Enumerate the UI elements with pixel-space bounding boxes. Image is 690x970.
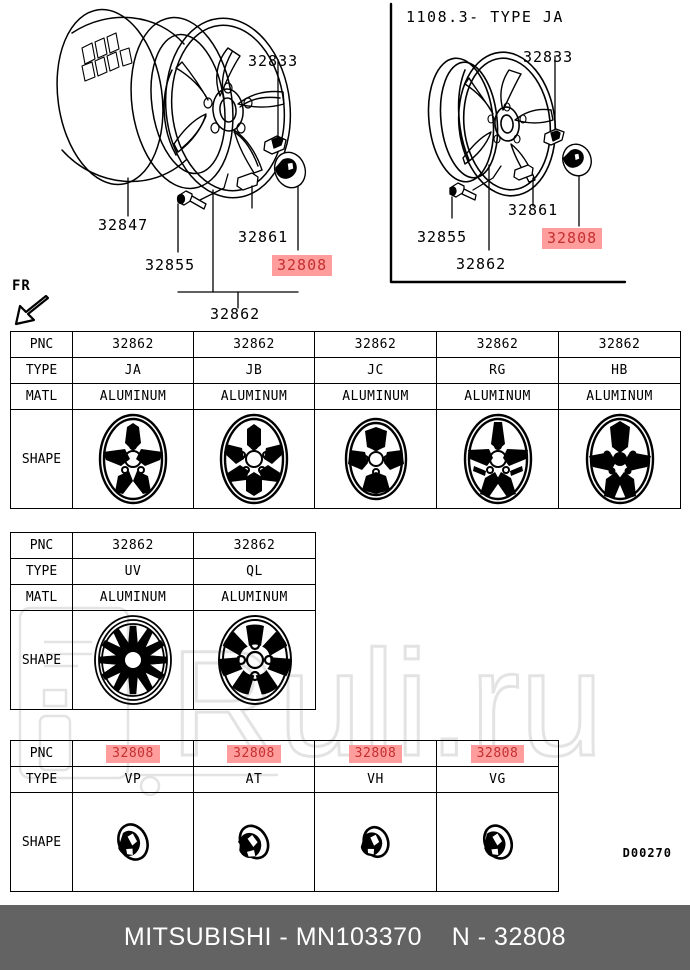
cell-pnc-vh: 32808: [314, 740, 437, 767]
table-wheels-2: PNC 32862 32862 TYPE UV QL MATL ALUMINUM…: [10, 532, 316, 710]
fr-arrow-icon: [14, 294, 50, 326]
subpanel-callout-32833: 32833: [523, 48, 574, 66]
cell-matl-ja: ALUMINUM: [72, 383, 194, 410]
cell-pnc-ql: 32862: [193, 532, 316, 559]
pnc-highlight: 32808: [470, 744, 525, 763]
wheel-8spoke-plain-icon: [344, 417, 407, 501]
row-label-matl: MATL: [10, 584, 73, 611]
table-row-shape: SHAPE: [10, 610, 316, 710]
row-label-type: TYPE: [10, 766, 73, 793]
cell-type-ql: QL: [193, 558, 316, 585]
row-label-pnc: PNC: [10, 532, 73, 559]
cell-pnc-ja: 32862: [72, 331, 194, 358]
footer-bar: MITSUBISHI - MN103370 N - 32808: [0, 905, 690, 970]
cell-matl-ql: ALUMINUM: [193, 584, 316, 611]
row-label-shape: SHAPE: [10, 792, 73, 892]
subpanel-callout-32862: 32862: [456, 255, 507, 273]
cell-shape-hb: [558, 409, 681, 509]
cell-matl-uv: ALUMINUM: [72, 584, 194, 611]
callout-32847: 32847: [98, 216, 149, 234]
wheel-5spoke-split-icon: [98, 413, 168, 505]
cell-shape-uv: [72, 610, 194, 710]
wheel-6spoke-round-icon: [219, 413, 289, 505]
callout-32862: 32862: [210, 305, 261, 323]
callout-32861: 32861: [238, 228, 289, 246]
cell-pnc-rg: 32862: [436, 331, 559, 358]
row-label-pnc: PNC: [10, 331, 73, 358]
table-caps: PNC 32808 32808 32808 32808 TYPE VP AT V…: [10, 740, 559, 892]
table-row-type: TYPE UV QL: [10, 558, 316, 585]
row-label-shape: SHAPE: [10, 409, 73, 509]
cell-type-jb: JB: [193, 357, 315, 384]
cell-type-vp: VP: [72, 766, 194, 793]
cell-shape-at: [193, 792, 315, 892]
callout-32808-highlighted: 32808: [272, 255, 333, 276]
table-row-matl: MATL ALUMINUM ALUMINUM ALUMINUM ALUMINUM…: [10, 383, 681, 410]
center-cap-emblem-icon: [237, 824, 270, 860]
center-cap-emblem-icon: [482, 824, 513, 860]
cell-type-vh: VH: [314, 766, 437, 793]
wheel-5spoke-twin-icon: [463, 413, 532, 505]
cell-matl-jb: ALUMINUM: [193, 383, 315, 410]
row-label-matl: MATL: [10, 383, 73, 410]
subpanel-callout-32861: 32861: [508, 201, 559, 219]
center-cap-emblem-icon: [360, 825, 390, 859]
cell-shape-vh: [314, 792, 437, 892]
cell-shape-ql: [193, 610, 316, 710]
table-row-type: TYPE JA JB JC RG HB: [10, 357, 681, 384]
table-row-shape: SHAPE: [10, 409, 681, 509]
footer-part-reference: MITSUBISHI - MN103370 N - 32808: [123, 923, 567, 951]
table-row-pnc: PNC 32808 32808 32808 32808: [10, 740, 559, 767]
fr-direction-label: FR: [12, 278, 31, 294]
cell-shape-rg: [436, 409, 559, 509]
center-cap-emblem-icon: [117, 823, 149, 861]
cell-type-hb: HB: [558, 357, 681, 384]
subpanel-callout-32855: 32855: [417, 228, 468, 246]
main-wheel-assembly-illustration: [56, 8, 307, 309]
pnc-highlight: 32808: [106, 744, 160, 763]
cell-pnc-hb: 32862: [558, 331, 681, 358]
subpanel-wheel-illustration: [389, 2, 627, 284]
table-row-matl: MATL ALUMINUM ALUMINUM: [10, 584, 316, 611]
pnc-highlight: 32808: [348, 744, 403, 763]
cell-pnc-vg: 32808: [436, 740, 559, 767]
cell-matl-jc: ALUMINUM: [314, 383, 437, 410]
wheel-7spoke-wide-icon: [217, 615, 292, 705]
cell-shape-vg: [436, 792, 559, 892]
row-label-type: TYPE: [10, 357, 73, 384]
drawing-code: D00270: [622, 846, 672, 860]
table-row-pnc: PNC 32862 32862: [10, 532, 316, 559]
cell-pnc-at: 32808: [193, 740, 315, 767]
callout-32833: 32833: [248, 52, 299, 70]
wheel-5spoke-wide-icon: [585, 413, 654, 505]
cell-type-jc: JC: [314, 357, 437, 384]
row-label-shape: SHAPE: [10, 610, 73, 710]
cell-type-rg: RG: [436, 357, 559, 384]
table-row-shape: SHAPE: [10, 792, 559, 892]
subpanel-title: 1108.3- TYPE JA: [406, 8, 564, 26]
cell-type-uv: UV: [72, 558, 194, 585]
cell-shape-ja: [72, 409, 194, 509]
callout-32855: 32855: [145, 256, 196, 274]
subpanel-callout-32808-highlighted: 32808: [542, 228, 603, 249]
cell-shape-jc: [314, 409, 437, 509]
cell-shape-jb: [193, 409, 315, 509]
cell-pnc-jc: 32862: [314, 331, 437, 358]
wheel-12spoke-mesh-icon: [94, 615, 172, 705]
cell-type-vg: VG: [436, 766, 559, 793]
cell-type-at: AT: [193, 766, 315, 793]
row-label-type: TYPE: [10, 558, 73, 585]
cell-type-ja: JA: [72, 357, 194, 384]
cell-pnc-uv: 32862: [72, 532, 194, 559]
cell-shape-vp: [72, 792, 194, 892]
table-wheels-1: PNC 32862 32862 32862 32862 32862 TYPE J…: [10, 331, 681, 509]
cell-matl-hb: ALUMINUM: [558, 383, 681, 410]
table-row-type: TYPE VP AT VH VG: [10, 766, 559, 793]
table-row-pnc: PNC 32862 32862 32862 32862 32862: [10, 331, 681, 358]
pnc-highlight: 32808: [227, 744, 281, 763]
cell-pnc-jb: 32862: [193, 331, 315, 358]
cell-pnc-vp: 32808: [72, 740, 194, 767]
cell-matl-rg: ALUMINUM: [436, 383, 559, 410]
row-label-pnc: PNC: [10, 740, 73, 767]
